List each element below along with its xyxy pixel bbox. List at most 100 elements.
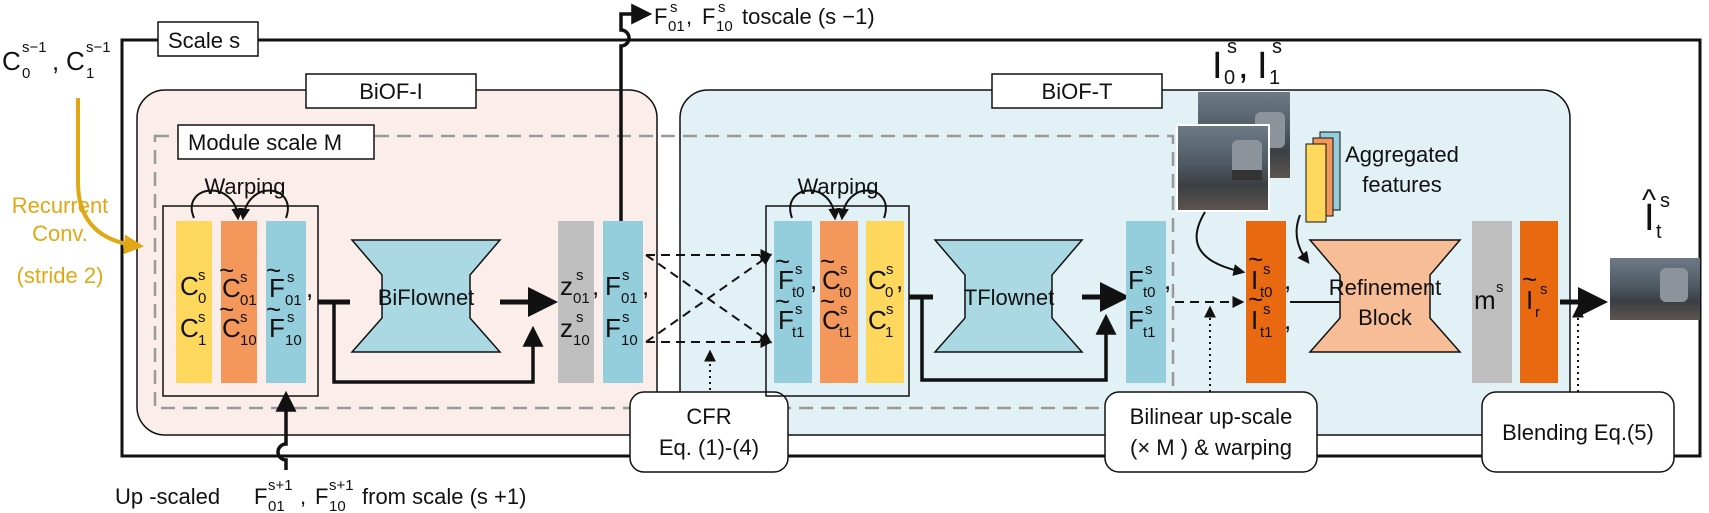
svg-text:t1: t1 [1143, 324, 1156, 341]
scale-box-label: Scale s [168, 28, 240, 53]
svg-text:s: s [287, 309, 295, 326]
svg-text:F: F [778, 305, 794, 335]
svg-text:~: ~ [1248, 244, 1263, 274]
biof-t-input-box [765, 205, 910, 397]
scale-box-label-bg [157, 21, 259, 57]
svg-text:s: s [718, 0, 726, 16]
aggregated-to-refinement-arrow [1295, 214, 1310, 264]
svg-text:~: ~ [219, 294, 234, 324]
svg-text:,: , [810, 265, 817, 295]
svg-text:C: C [222, 313, 241, 343]
svg-text:s: s [1263, 301, 1271, 318]
block-z01z10 [558, 221, 594, 383]
arrow-from-bottom-input [275, 390, 297, 470]
input-c-label: C 0 s−1 , C 1 s−1 [2, 39, 111, 82]
cfr-cross-arrows [645, 249, 773, 348]
block-m-label: m s [1474, 279, 1504, 315]
svg-text:C: C [66, 46, 85, 76]
blending-line1: Blending Eq.(5) [1502, 420, 1654, 445]
cfr-box [629, 391, 789, 473]
svg-text:,: , [1284, 305, 1291, 335]
svg-text:r: r [1535, 304, 1540, 321]
recurrent-conv-label: Recurrent Conv. (stride 2) [12, 193, 109, 288]
bilinear-line1: Bilinear up-scale [1130, 404, 1293, 429]
aggregated-line1: Aggregated [1345, 142, 1459, 167]
svg-text:10: 10 [716, 18, 733, 35]
svg-text:s: s [576, 267, 584, 284]
svg-text:s: s [1660, 190, 1670, 212]
svg-text:m: m [1474, 285, 1496, 315]
svg-text:F: F [702, 4, 715, 29]
svg-text:F: F [1128, 265, 1144, 295]
arrow-to-top-output [619, 3, 653, 221]
warping-arrow-t-1 [789, 189, 841, 221]
svg-text:01: 01 [668, 18, 685, 35]
svg-text:I: I [1526, 285, 1533, 315]
svg-text:10: 10 [240, 332, 257, 349]
aggregated-features-icon [1305, 131, 1341, 223]
svg-text:t0: t0 [839, 284, 852, 301]
svg-text:s−1: s−1 [22, 39, 47, 56]
bilinear-box [1104, 391, 1318, 473]
recurrent-conv-path [76, 98, 144, 255]
blending-box [1481, 391, 1675, 473]
biof-t-label: BiOF-T [1042, 79, 1113, 104]
svg-text:Recurrent: Recurrent [12, 193, 109, 218]
block-c01c10-tilde-label: ~ C 01 s ~ C 10 s [219, 255, 257, 349]
svg-text:C: C [222, 273, 241, 303]
svg-text:10: 10 [285, 332, 302, 349]
frames-label: I 0 s , I 1 s [1212, 36, 1282, 89]
svg-text:z: z [560, 313, 573, 343]
output-label: I ^ t s [1642, 184, 1670, 243]
svg-text:01: 01 [240, 292, 257, 309]
svg-text:Up -scaled: Up -scaled [115, 484, 220, 509]
svg-text:t1: t1 [839, 324, 852, 341]
svg-text:C: C [180, 313, 199, 343]
block-ct0ct1-tilde-label: ~ C t0 s ~ C t1 s [820, 246, 852, 341]
warping-arrow-i-2 [238, 189, 289, 221]
biflownet-label: BiFlownet [378, 285, 475, 310]
svg-text:z: z [560, 271, 573, 301]
refinement-line1: Refinement [1329, 275, 1442, 300]
svg-text:t0: t0 [792, 284, 805, 301]
svg-text:~: ~ [775, 246, 790, 276]
svg-text:F: F [315, 484, 328, 509]
warping-label-t: Warping [797, 174, 878, 199]
frames-to-it-arrow [1195, 211, 1246, 276]
svg-text:t1: t1 [1260, 324, 1273, 341]
svg-text:01: 01 [285, 292, 302, 309]
svg-text:(stride 2): (stride 2) [17, 263, 104, 288]
module-scale-region [153, 134, 1175, 410]
svg-text:,: , [896, 265, 903, 295]
block-m [1472, 221, 1512, 383]
svg-text:~: ~ [266, 255, 281, 285]
svg-text:,: , [52, 46, 59, 76]
aggregated-line2: features [1362, 172, 1442, 197]
refinement-line2: Block [1358, 305, 1413, 330]
output-photo [1610, 258, 1700, 320]
svg-text:F: F [269, 273, 285, 303]
svg-text:t0: t0 [1260, 284, 1273, 301]
svg-text:C: C [822, 265, 841, 295]
svg-text:C: C [868, 265, 887, 295]
top-output-label: F 01 s , F 10 s toscale (s −1) [654, 0, 875, 35]
svg-text:01: 01 [621, 290, 638, 307]
block-ft0ft1-tilde [774, 221, 812, 383]
biof-i-label-box [305, 73, 477, 109]
block-ir-tilde [1520, 221, 1558, 383]
svg-text:C: C [868, 305, 887, 335]
svg-text:s: s [198, 309, 206, 326]
svg-text:s: s [1496, 279, 1504, 296]
svg-text:Conv.: Conv. [32, 221, 88, 246]
block-ft0ft1 [1126, 221, 1166, 383]
biflownet-shape [350, 239, 502, 353]
scale-box [120, 38, 1702, 458]
svg-text:t: t [1656, 221, 1662, 243]
svg-text:s: s [1263, 261, 1271, 278]
svg-text:s: s [1145, 301, 1153, 318]
svg-text:,: , [306, 273, 313, 303]
warping-arrow-i-1 [190, 189, 244, 221]
svg-text:s: s [622, 309, 630, 326]
svg-text:01: 01 [268, 498, 285, 513]
